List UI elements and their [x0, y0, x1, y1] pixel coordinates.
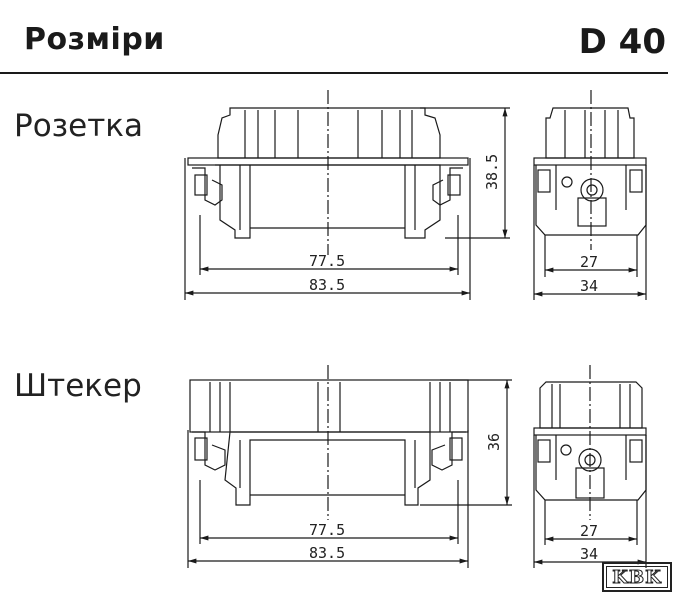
brand-logo: KBK [602, 562, 672, 592]
socket-label: Розетка [14, 108, 143, 144]
plug-width-outer: 83.5 [309, 544, 345, 562]
plug-front-view [189, 365, 469, 520]
socket-side-dimensions [533, 165, 647, 300]
socket-height: 38.5 [483, 154, 501, 190]
plug-label: Штекер [14, 368, 142, 404]
socket-width-inner: 77.5 [309, 252, 345, 270]
plug-width-inner: 77.5 [309, 521, 345, 539]
plug-side-inner: 27 [580, 522, 598, 540]
page-title: Розміри [24, 22, 165, 57]
plug-front-dimensions [187, 379, 512, 568]
plug-height: 36 [485, 433, 503, 451]
plug-side-view [533, 365, 647, 520]
socket-width-outer: 83.5 [309, 276, 345, 294]
socket-front-dimensions [184, 107, 510, 300]
socket-side-outer: 34 [580, 277, 598, 295]
plug-side-dimensions [533, 435, 647, 568]
plug-side-outer: 34 [580, 545, 598, 563]
header-divider [0, 72, 668, 74]
product-code: D 40 [578, 22, 666, 62]
socket-front-view [187, 90, 469, 255]
socket-side-view [533, 90, 647, 250]
socket-side-inner: 27 [580, 253, 598, 271]
